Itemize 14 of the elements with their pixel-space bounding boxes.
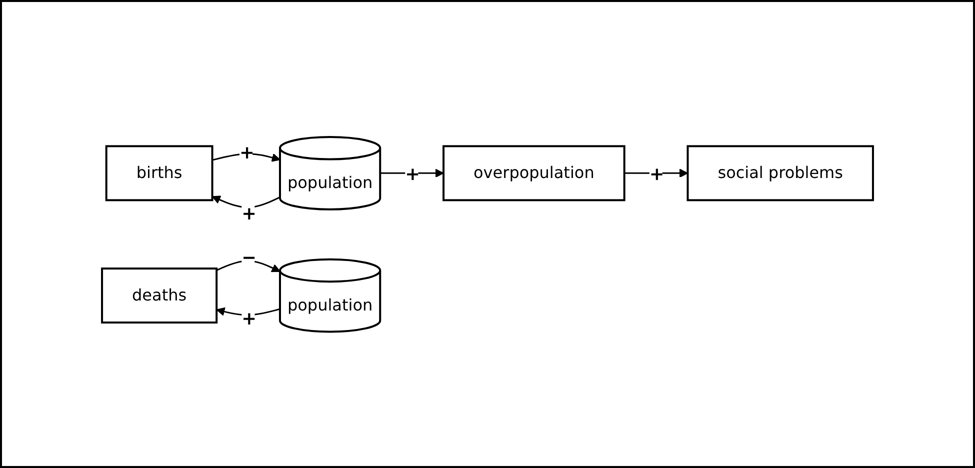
node-box: births (105, 144, 214, 201)
arrow (212, 195, 280, 208)
arrow (216, 306, 280, 316)
edge-label: + (649, 164, 664, 185)
node-box: deaths (101, 267, 218, 324)
node-box: overpopulation (442, 144, 626, 201)
edge-label: + (242, 202, 257, 224)
edge-label: − (242, 246, 257, 268)
edge-label: + (242, 308, 257, 330)
edge-label: + (405, 164, 420, 185)
edge-label: + (240, 142, 255, 164)
arrow (624, 168, 688, 178)
node-box: social problems (686, 144, 874, 201)
arrow (380, 168, 444, 178)
